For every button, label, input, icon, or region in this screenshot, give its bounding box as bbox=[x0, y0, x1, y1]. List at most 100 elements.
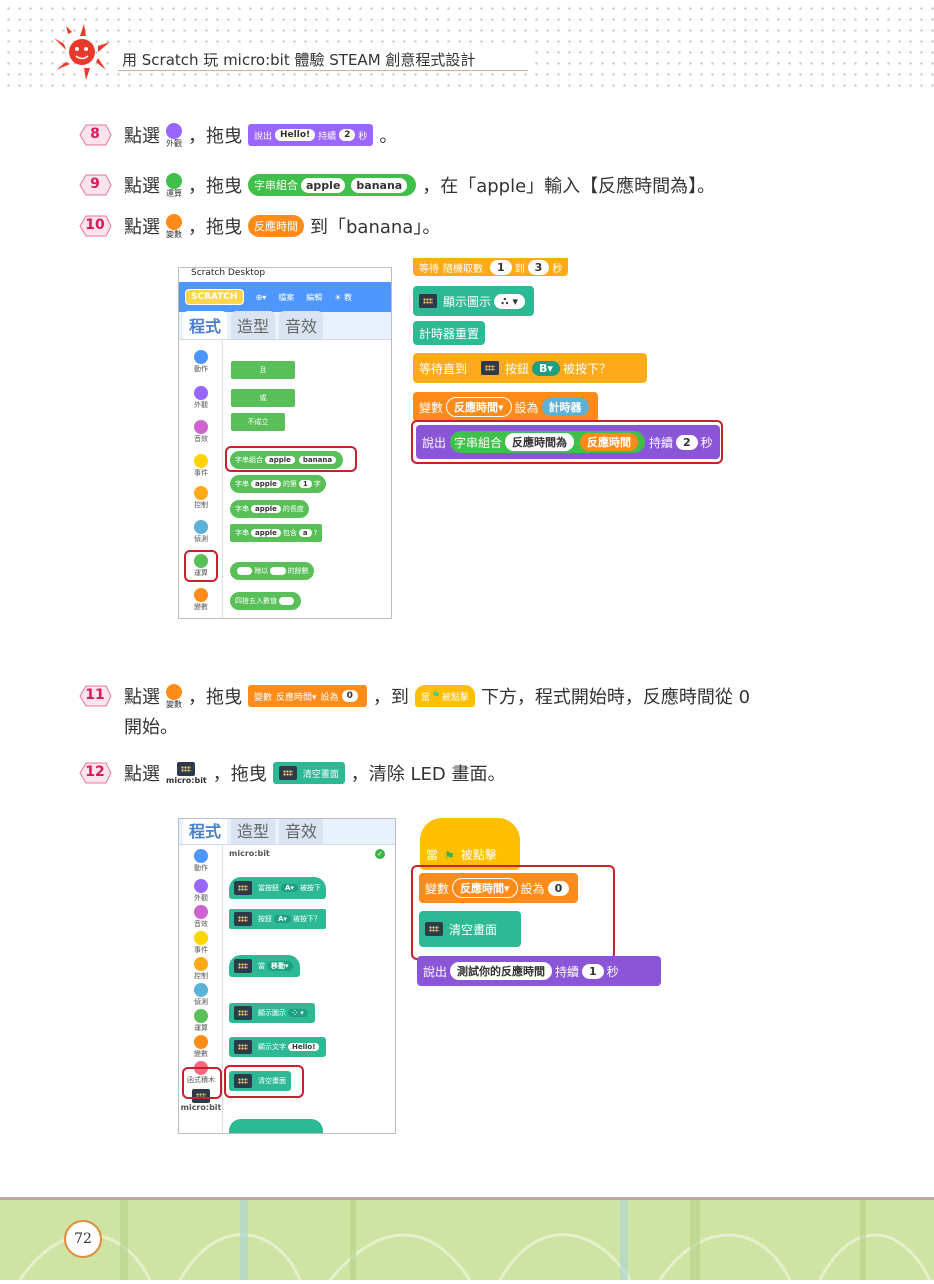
scratch-editor-screenshot-1: Scratch Desktop SCRATCH ⊕▾ 檔案 編輯 ☀ 教 程式 … bbox=[178, 267, 392, 619]
category-sensing[interactable]: 偵測 bbox=[179, 520, 223, 544]
footer-border bbox=[0, 1197, 934, 1200]
category-control[interactable]: 控制 bbox=[179, 486, 223, 510]
and-block[interactable]: 且 bbox=[231, 361, 295, 379]
set-variable-block: 變數反應時間▾設為計時器 bbox=[413, 392, 598, 422]
category-looks[interactable]: 外觀 bbox=[179, 879, 223, 903]
category-operators[interactable]: 運算 bbox=[179, 554, 223, 578]
step-badge: 9 bbox=[78, 172, 112, 198]
variables-category-icon: 變數 bbox=[166, 213, 182, 239]
reset-timer-block: 計時器重置 bbox=[413, 321, 486, 345]
scratch-editor-screenshot-2: 程式 造型 音效 micro:bit ✓ 動作 外觀 音效 事件 控制 偵測 運… bbox=[178, 818, 396, 1134]
variables-category-icon: 變數 bbox=[166, 683, 182, 709]
category-control[interactable]: 控制 bbox=[179, 957, 223, 981]
step-badge: 11 bbox=[78, 683, 112, 709]
category-sensing[interactable]: 偵測 bbox=[179, 983, 223, 1007]
category-operators[interactable]: 運算 bbox=[179, 1009, 223, 1033]
menu-bar: SCRATCH ⊕▾ 檔案 編輯 ☀ 教 bbox=[179, 282, 391, 312]
category-column: 動作 外觀 音效 事件 控制 偵測 運算 變數 bbox=[179, 340, 223, 618]
step-11-continued: 開始。 bbox=[124, 717, 178, 738]
looks-category-icon: 外觀 bbox=[166, 122, 182, 148]
category-events[interactable]: 事件 bbox=[179, 931, 223, 955]
category-variables[interactable]: 變數 bbox=[179, 1035, 223, 1059]
operators-category-icon: 運算 bbox=[166, 172, 182, 198]
sun-mascot-icon bbox=[54, 24, 110, 80]
microbit-icon bbox=[419, 294, 437, 308]
step-10: 10 點選 變數 ，拖曳 反應時間 到「banana」。 bbox=[78, 213, 440, 239]
category-events[interactable]: 事件 bbox=[179, 454, 223, 478]
footer-leaf-pattern bbox=[18, 1200, 932, 1281]
step-badge: 8 bbox=[78, 122, 112, 148]
category-column: 動作 外觀 音效 事件 控制 偵測 運算 變數 函式積木 micro:bit bbox=[179, 845, 223, 1133]
category-sound[interactable]: 音效 bbox=[179, 420, 223, 444]
when-flag-clicked-block: 當⚑被點擊 bbox=[420, 818, 520, 870]
clear-screen-block[interactable]: 清空畫面 bbox=[229, 1071, 291, 1091]
highlight-say-block bbox=[411, 420, 723, 464]
step-badge: 10 bbox=[78, 213, 112, 239]
or-block[interactable]: 或 bbox=[231, 389, 295, 407]
highlight-operators bbox=[184, 550, 218, 582]
partial-hat-block[interactable] bbox=[229, 1119, 323, 1133]
round-block[interactable]: 四捨五入數值 bbox=[230, 592, 302, 610]
header-title: 用 Scratch 玩 micro:bit 體驗 STEAM 創意程式設計 bbox=[122, 51, 476, 69]
tab-costumes[interactable]: 造型 bbox=[231, 819, 276, 844]
show-icon-block[interactable]: 顯示圖示⁘ ▾ bbox=[229, 1003, 315, 1023]
editor-tabs: 程式 造型 音效 bbox=[179, 819, 395, 845]
category-motion[interactable]: 動作 bbox=[179, 350, 223, 374]
tab-sounds[interactable]: 音效 bbox=[279, 819, 324, 844]
editor-tabs: 程式 造型 音效 bbox=[179, 311, 391, 340]
highlight-clear-screen-block bbox=[224, 1065, 304, 1098]
window-title: Scratch Desktop bbox=[179, 268, 391, 282]
scratch-logo: SCRATCH bbox=[185, 289, 244, 305]
step-badge: 12 bbox=[78, 760, 112, 786]
highlight-join-block bbox=[225, 446, 357, 472]
category-motion[interactable]: 動作 bbox=[179, 849, 223, 873]
page-number: 72 bbox=[64, 1220, 102, 1258]
highlight-my-blocks bbox=[182, 1067, 222, 1099]
category-looks[interactable]: 外觀 bbox=[179, 386, 223, 410]
variable-reporter-block: 反應時間 bbox=[248, 215, 304, 237]
tutorials-menu[interactable]: ☀ 教 bbox=[334, 292, 352, 302]
file-menu[interactable]: 檔案 bbox=[278, 292, 295, 302]
clear-screen-block: 清空畫面 bbox=[272, 762, 345, 784]
category-sound[interactable]: 音效 bbox=[179, 905, 223, 929]
tab-code[interactable]: 程式 bbox=[183, 819, 228, 844]
not-block[interactable]: 不成立 bbox=[231, 413, 285, 431]
edit-menu[interactable]: 編輯 bbox=[306, 292, 323, 302]
tab-costumes[interactable]: 造型 bbox=[231, 311, 276, 339]
tab-sounds[interactable]: 音效 bbox=[279, 311, 324, 339]
connected-check-icon: ✓ bbox=[375, 849, 385, 859]
language-menu[interactable]: ⊕▾ bbox=[255, 292, 267, 302]
highlight-inserted-blocks bbox=[411, 865, 615, 960]
when-moved-block[interactable]: 當移動▾ bbox=[229, 955, 300, 977]
step-12: 12 點選 micro:bit ，拖曳 清空畫面 ，清除 LED 畫面。 bbox=[78, 760, 506, 786]
mod-block[interactable]: 除以 的餘數 bbox=[230, 562, 314, 580]
header-underline bbox=[118, 70, 528, 71]
category-microbit[interactable]: micro:bit bbox=[179, 1089, 223, 1112]
tab-code[interactable]: 程式 bbox=[183, 311, 228, 339]
microbit-icon bbox=[481, 361, 500, 375]
footer-band bbox=[0, 1200, 934, 1281]
palette-heading: micro:bit bbox=[229, 849, 270, 858]
microbit-category-icon: micro:bit bbox=[166, 761, 207, 785]
category-variables[interactable]: 變數 bbox=[179, 588, 223, 612]
when-flag-clicked-block: 當⚑被點擊 bbox=[414, 685, 475, 707]
show-icon-block: 顯示圖示∴ ▾ bbox=[413, 286, 535, 316]
